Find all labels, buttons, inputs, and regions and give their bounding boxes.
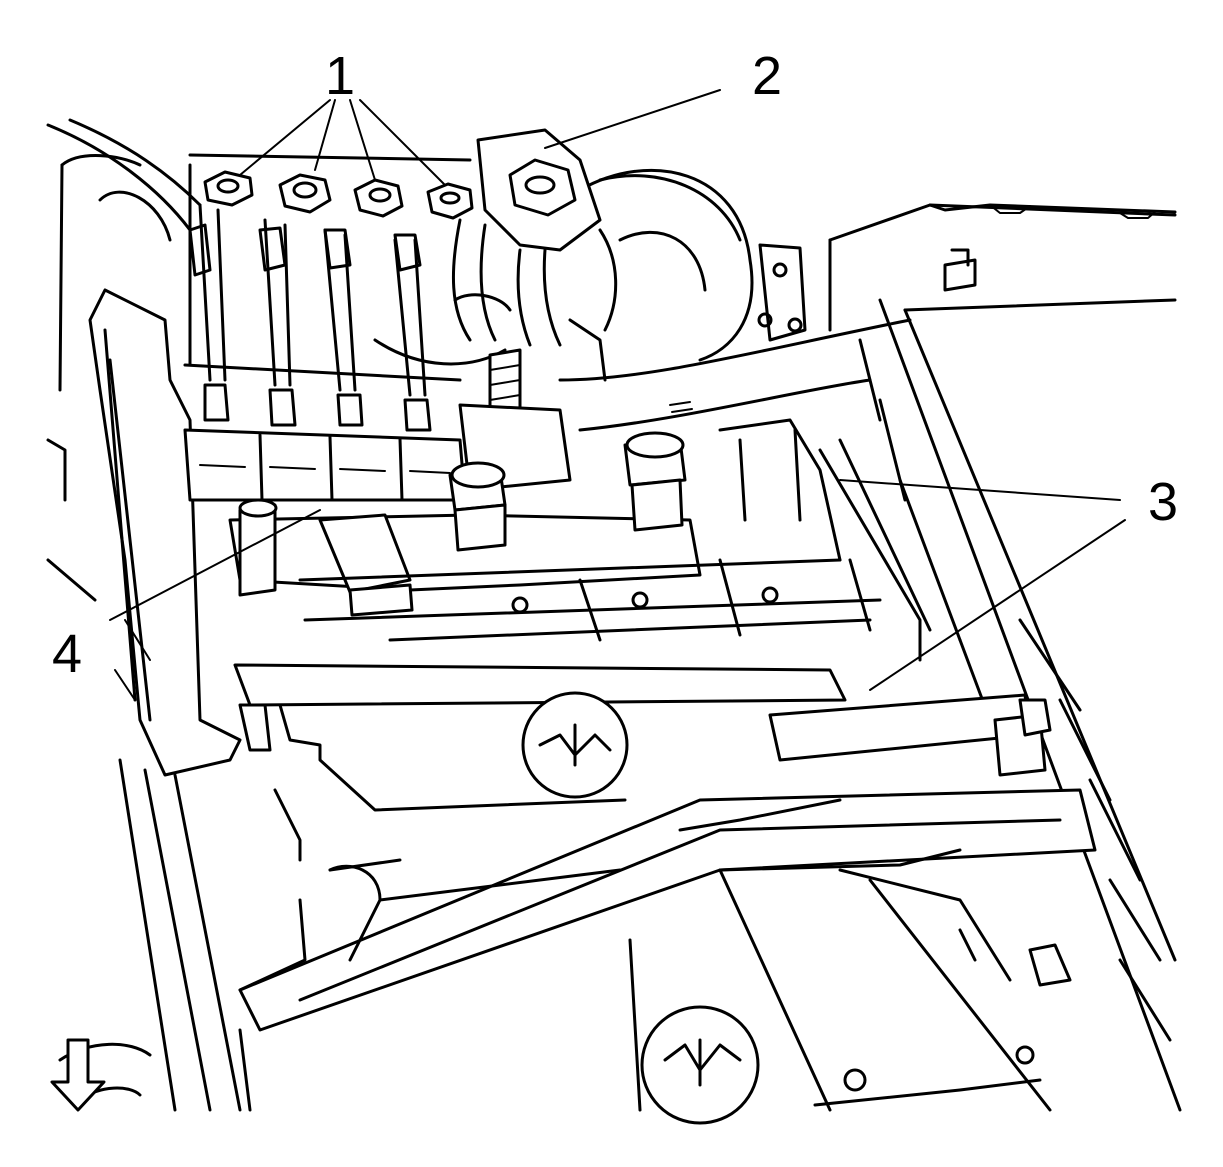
hex-nut-1 [203, 170, 254, 207]
callout-1: 1 [325, 46, 355, 106]
callout-3: 3 [1148, 472, 1178, 532]
callout-labels: 1 2 3 4 [52, 46, 1178, 684]
wire-harness [558, 318, 912, 432]
fuse-holder-base [298, 418, 932, 662]
battery-hold-down-bracket [238, 693, 1097, 1032]
arrow-down-icon [50, 1038, 106, 1112]
engine-bay-background [46, 118, 1182, 1112]
callout-leaders [109, 89, 1126, 691]
fuse-block-housing [46, 288, 242, 1112]
mounting-bolt-lower [640, 1005, 760, 1125]
bus-bar-bolt-1 [448, 461, 507, 552]
hex-nut-2 [278, 173, 332, 214]
hex-nut-4 [426, 182, 474, 220]
callout-4: 4 [52, 624, 82, 684]
fuse-row [183, 403, 572, 502]
fuse-stud-assembly [183, 153, 474, 432]
battery-cable-terminal [373, 128, 618, 427]
bus-bar-bolt-2 [623, 431, 687, 532]
battery-tray [238, 864, 1052, 1112]
bus-bar [228, 431, 702, 617]
mounting-bolt-upper [521, 691, 629, 799]
hex-nut-3 [353, 178, 404, 218]
cover-frame [233, 663, 847, 872]
callout-2: 2 [752, 46, 782, 106]
